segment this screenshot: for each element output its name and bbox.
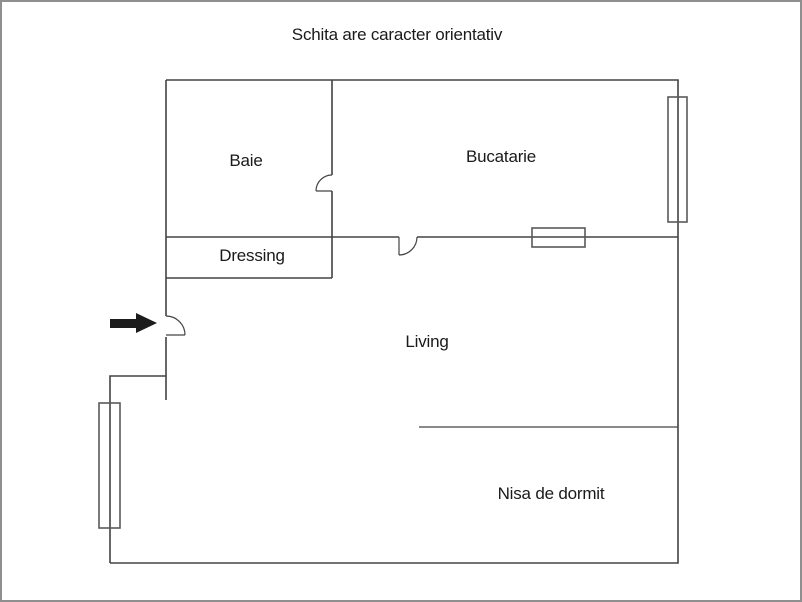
wall-perimeter-top-right-bottom (110, 79, 679, 564)
room-label-living: Living (405, 332, 449, 351)
windows (98, 96, 688, 529)
entrance-door-arc-icon (165, 315, 186, 336)
window-symbol-right (667, 96, 688, 223)
baie-door-arc-icon (315, 174, 333, 192)
entrance-arrow-icon (110, 313, 157, 333)
room-label-nisa: Nisa de dormit (497, 484, 605, 503)
room-label-baie: Baie (229, 151, 263, 170)
wall-left-lower-step (109, 375, 166, 563)
kitchen-door-arc-icon (398, 236, 418, 256)
page-title: Schita are caracter orientativ (291, 25, 503, 44)
walls (109, 79, 679, 564)
doors (165, 174, 418, 336)
window-symbol-left (98, 402, 121, 529)
room-label-dressing: Dressing (219, 246, 285, 265)
room-label-bucatarie: Bucatarie (465, 147, 537, 166)
window-symbol-kitchen-wall (531, 227, 586, 248)
